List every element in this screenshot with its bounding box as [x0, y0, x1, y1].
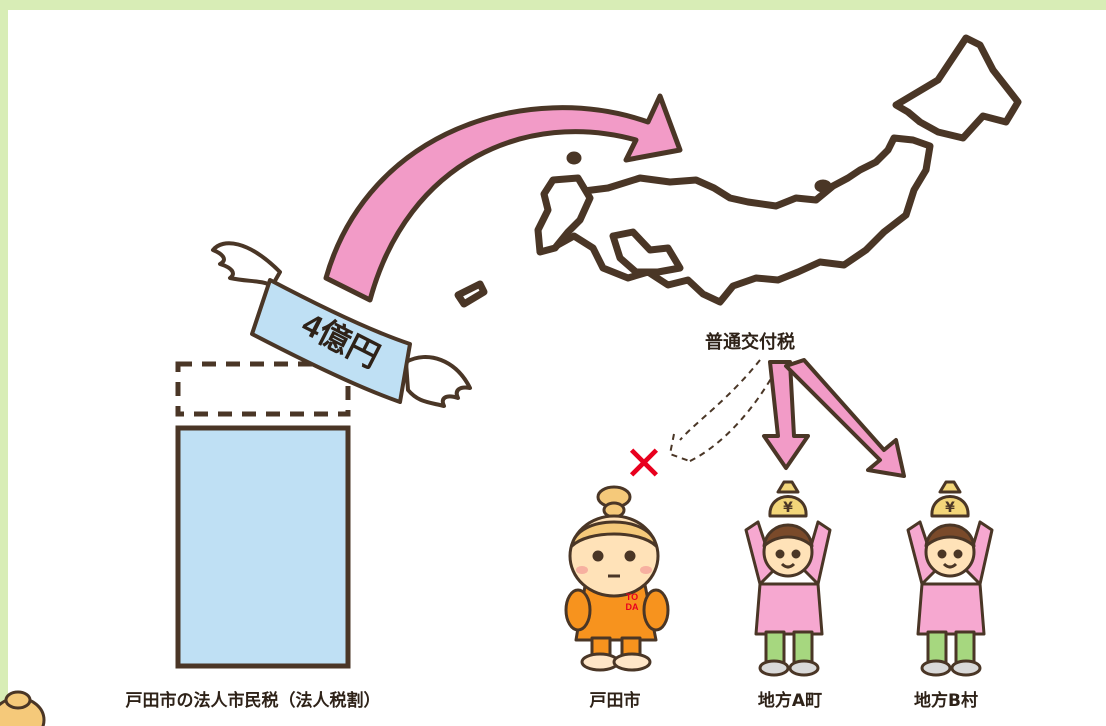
hojin-tax-label: 戸田市の法人市民税（法人税割） — [125, 691, 381, 711]
grant-arrows — [762, 358, 906, 478]
arrow-to-town-a — [762, 360, 810, 470]
corner-mascot-peek — [0, 690, 46, 726]
money-bag-a-symbol: ¥ — [783, 500, 793, 516]
map-island-2 — [814, 179, 832, 193]
village-b-label: 地方B村 — [914, 691, 978, 711]
map-shikoku — [609, 228, 684, 276]
denied-flow-arrow — [668, 359, 777, 463]
town-a-label: 地方A町 — [757, 691, 823, 711]
mascot-shirt-line1: TO — [626, 592, 638, 602]
map-hokkaido — [892, 34, 1022, 142]
hojin-tax-bar — [175, 425, 351, 669]
illustration-canvas: 4億円 ✕ TO DA — [8, 10, 1106, 726]
mascot-shirt-line2: DA — [626, 602, 639, 612]
kofu-tax-label: 普通交付税 — [705, 332, 795, 353]
map-okinawa — [454, 280, 488, 308]
map-kyushu — [534, 174, 594, 256]
toda-city-label: 戸田市 — [589, 691, 641, 711]
right-wing — [404, 355, 472, 408]
banner-body — [250, 278, 412, 404]
japan-map — [454, 34, 1022, 308]
tax-flow-illustration: 4億円 ✕ TO DA — [175, 34, 1022, 677]
left-wing — [211, 241, 282, 288]
map-island-1 — [566, 151, 582, 165]
removed-portion-outline — [175, 361, 351, 417]
village-b-person — [906, 480, 994, 677]
toda-mascot — [564, 485, 670, 672]
arrow-to-village-b — [784, 358, 906, 478]
money-bag-b-symbol: ¥ — [945, 500, 955, 516]
town-a-person — [744, 480, 832, 677]
flying-money-banner: 4億円 — [211, 241, 472, 408]
map-honshu — [542, 134, 934, 306]
denied-cross-icon: ✕ — [624, 436, 664, 492]
transfer-arrow — [323, 93, 683, 303]
